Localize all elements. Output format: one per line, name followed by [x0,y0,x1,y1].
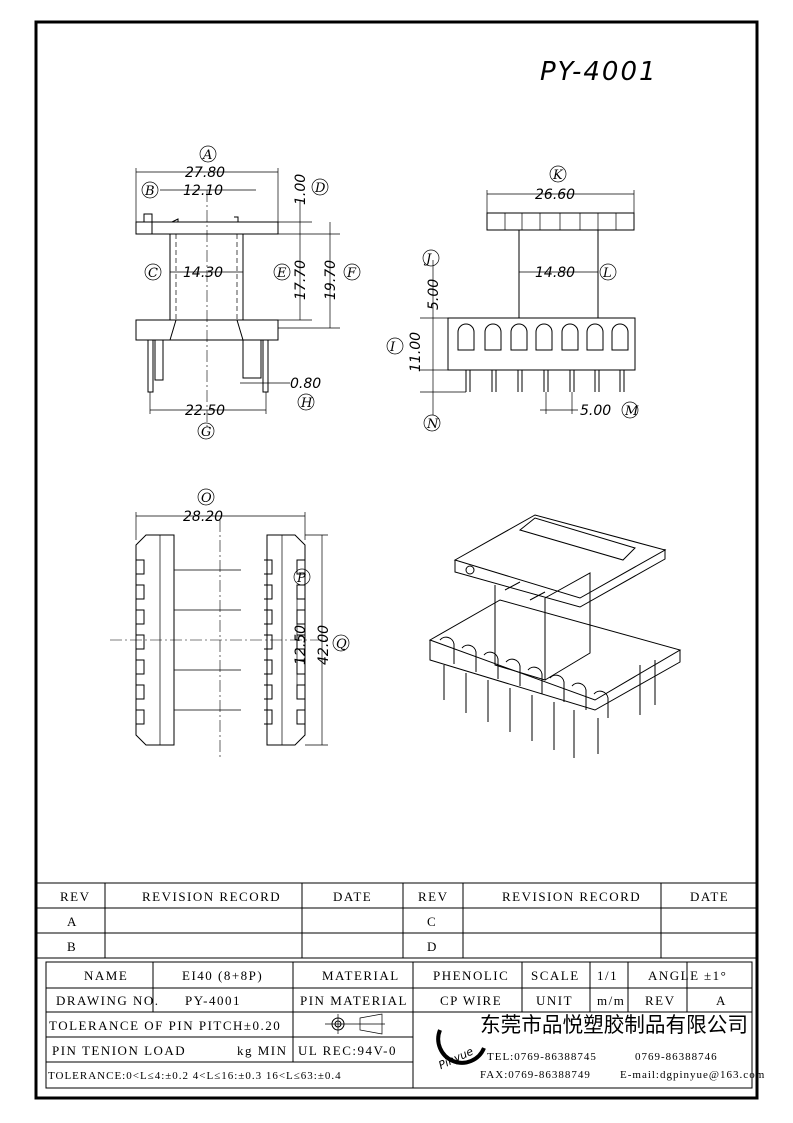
dim-d-value: 1.00 [293,174,309,205]
material-value: PHENOLIC [433,968,509,983]
dim-a-value: 27.80 [185,165,225,181]
unit-value: m/m [597,993,625,1008]
pin-tension-load-unit: kg MIN [237,1043,288,1058]
dim-h-value: 0.80 [290,376,321,392]
unit-label: UNIT [536,993,573,1008]
rev-value: A [716,993,727,1008]
rev-cell: C [427,914,437,929]
dim-n-label: N [426,417,439,432]
side-view: 26.60 K 14.80 L 5.00 J 11.00 I N 5.00 M [386,165,639,432]
rev-cell: D [427,939,438,954]
dim-m-label: M [624,404,639,419]
dim-o-label: O [201,491,212,506]
dim-p-label: P [296,571,306,586]
dim-o-value: 28.20 [183,509,223,525]
isometric-view [428,514,682,758]
revision-record-header: REVISION RECORD [502,889,641,904]
angle-value: ±1° [704,968,727,983]
pin-material-label: PIN MATERIAL [300,993,408,1008]
angle-label: ANGLE [648,968,700,983]
telephone-2: 0769-86388746 [635,1051,718,1063]
dim-g-label: G [201,425,211,440]
dim-c-value: 14.30 [183,265,223,281]
dim-l-label: L [602,266,612,281]
pinyue-logo: Pinyue [436,1029,486,1072]
dim-h-label: H [300,396,313,411]
material-label: MATERIAL [322,968,400,983]
projection-symbol-icon [325,1013,385,1035]
dim-k-value: 26.60 [535,187,575,203]
dim-c-label: C [148,266,158,281]
company-name: 东莞市品悦塑胶制品有限公司 [480,1013,748,1037]
pin-tension-load-label: PIN TENION LOAD [52,1043,186,1058]
telephone: TEL:0769-86388745 [487,1051,597,1063]
dim-q-label: Q [336,637,347,652]
general-tolerance: TOLERANCE:0<L≤4:±0.2 4<L≤16:±0.3 16<L≤63… [48,1070,342,1082]
dim-j-value: 5.00 [426,279,442,310]
rev-cell: B [67,939,77,954]
drawing-no-value: PY-4001 [185,993,241,1008]
rev-header: REV [418,889,449,904]
name-value: EI40 (8+8P) [182,968,263,983]
dim-p-value: 12.50 [293,625,309,665]
drawing-no-label: DRAWING NO. [56,993,160,1008]
dim-d-label: D [314,181,326,196]
dim-b-label: B [144,184,155,199]
dim-m-value: 5.00 [580,403,611,419]
dim-e-label: E [276,266,287,281]
email: E-mail:dgpinyue@163.com [620,1069,765,1081]
scale-value: 1/1 [597,968,618,983]
drawing-border [34,20,759,1100]
pin-material-value: CP WIRE [440,993,502,1008]
revision-record-header: REVISION RECORD [142,889,281,904]
front-view: 27.80 A 12.10 B 14.30 C 1.00 D 17.70 E 1… [135,145,361,440]
dim-e-value: 17.70 [293,260,309,300]
rev-cell: A [67,914,78,929]
scale-label: SCALE [531,968,580,983]
plan-view: 28.20 O 12.50 P 42.00 Q [110,488,350,760]
rev-header: REV [60,889,91,904]
revision-table: REV REVISION RECORD DATE REV REVISION RE… [36,882,757,959]
dim-q-value: 42.00 [316,625,332,665]
name-label: NAME [84,968,128,983]
dim-k-label: K [552,168,564,183]
ul-rec: UL REC:94V-0 [298,1043,397,1058]
dim-i-label: I [389,340,396,355]
date-header: DATE [690,889,729,904]
dim-i-value: 11.00 [408,332,424,372]
dim-b-value: 12.10 [183,183,223,199]
dim-f-label: F [346,266,357,281]
date-header: DATE [333,889,372,904]
rev-label: REV [645,993,676,1008]
pin-pitch-tolerance: TOLERANCE OF PIN PITCH±0.20 [49,1018,281,1033]
dim-l-value: 14.80 [535,265,575,281]
title-block: NAME EI40 (8+8P) MATERIAL PHENOLIC SCALE… [45,961,765,1089]
drawing-title: PY-4001 [540,57,658,87]
fax: FAX:0769-86388749 [480,1069,591,1081]
dim-a-label: A [202,148,212,163]
dim-j-label: J [423,252,432,267]
dim-f-value: 19.70 [323,260,339,300]
dim-g-value: 22.50 [185,403,225,419]
